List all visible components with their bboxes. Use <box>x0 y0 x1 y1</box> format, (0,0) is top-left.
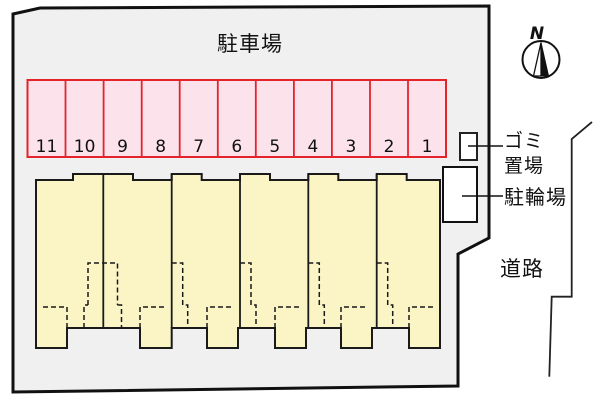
parking-area: 11 10 9 8 7 6 5 4 3 2 1 <box>26 79 447 158</box>
apartment-building <box>35 173 441 349</box>
hidden-line-dashes <box>43 262 433 328</box>
north-needle-right <box>540 42 550 77</box>
garbage-area-label-line1: ゴミ <box>504 130 544 152</box>
building-unit-dividers <box>102 174 378 328</box>
road-boundary-line <box>548 121 593 377</box>
parking-space-number: 4 <box>307 137 318 157</box>
north-needle-left <box>532 42 542 77</box>
parking-space-number: 2 <box>384 137 395 157</box>
parking-row <box>26 79 447 158</box>
parking-space-number: 7 <box>193 137 204 157</box>
parking-space-number: 6 <box>231 137 242 157</box>
compass-n-label: N <box>530 24 544 44</box>
parking-stall-dividers <box>64 80 409 157</box>
bicycle-parking-box <box>442 166 478 223</box>
garbage-area-label-line2: 置場 <box>504 155 544 177</box>
parking-area-label: 駐車場 <box>217 32 283 56</box>
parking-space-number: 1 <box>422 137 433 157</box>
parking-space-number: 8 <box>155 137 166 157</box>
compass-north-icon: N <box>521 24 561 79</box>
parking-space-number: 5 <box>269 137 280 157</box>
parking-space-numbers: 11 10 9 8 7 6 5 4 3 2 1 <box>36 137 433 157</box>
parking-space-number: 11 <box>36 137 58 157</box>
parking-space-number: 10 <box>74 137 96 157</box>
parking-space-number: 3 <box>345 137 356 157</box>
building-outline <box>35 173 441 349</box>
road-label: 道路 <box>500 257 544 281</box>
parking-space-number: 9 <box>117 137 128 157</box>
bicycle-parking-label: 駐輪場 <box>504 185 567 209</box>
